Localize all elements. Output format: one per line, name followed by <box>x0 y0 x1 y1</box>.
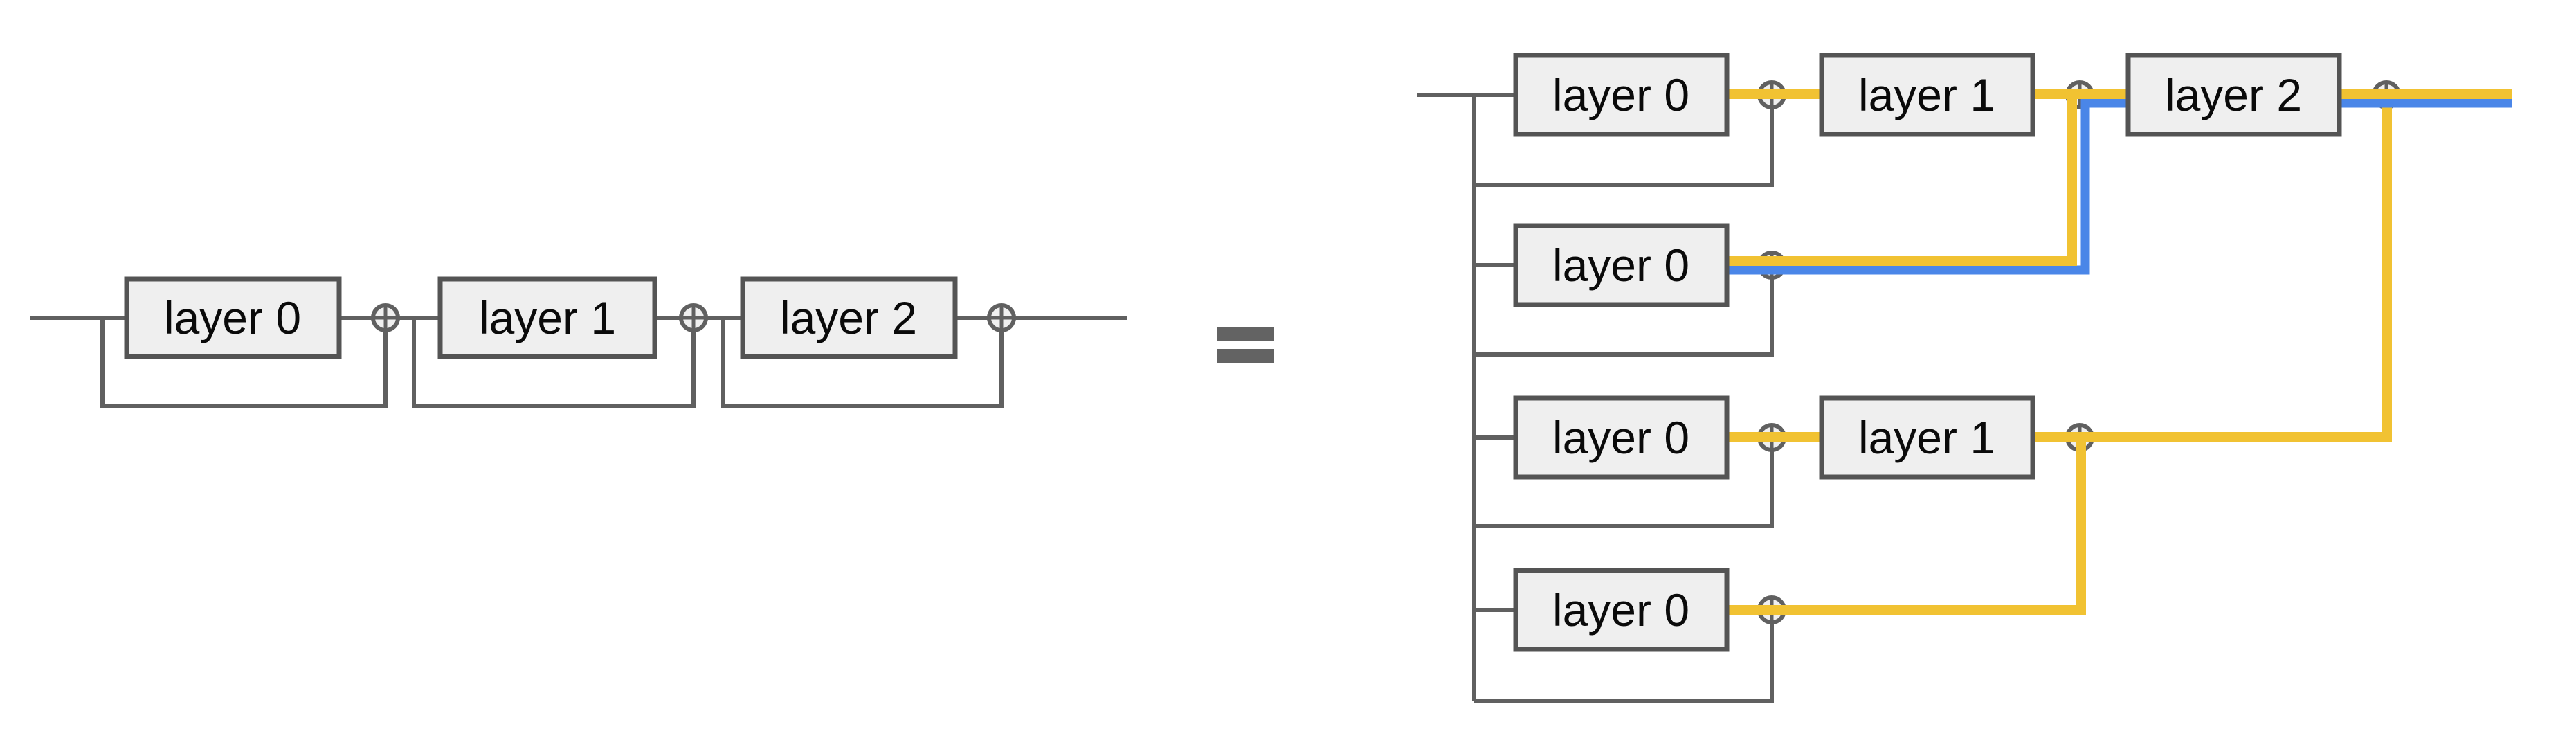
layer-box-label: layer 1 <box>1858 412 1995 463</box>
layer-box-label: layer 0 <box>1552 240 1689 291</box>
layer-box: layer 2 <box>740 276 958 359</box>
layer-box-label: layer 0 <box>1552 69 1689 120</box>
skip-connection-loop-row4 <box>1474 622 1774 703</box>
circled-plus-icon <box>679 303 708 332</box>
layer-box: layer 1 <box>437 276 657 359</box>
yellow-path-row4-to-row3-sum <box>1727 438 2086 615</box>
layer-box: layer 0 <box>1513 53 1730 137</box>
skip-connection-loop-row2 <box>1474 278 1774 357</box>
layer-box-rect <box>1513 395 1730 480</box>
skip-connection-loop-1 <box>412 318 696 408</box>
layer-box: layer 0 <box>124 276 342 359</box>
skip-connection-loop-row3 <box>1474 450 1774 528</box>
layer-box-rect <box>1819 53 2035 137</box>
layer-box-label: layer 0 <box>164 292 301 343</box>
layer-box: layer 1 <box>1819 53 2035 137</box>
layer-box-label: layer 0 <box>1552 584 1689 636</box>
layer-box: layer 0 <box>1513 223 1730 307</box>
circled-plus-icon <box>371 303 400 332</box>
layer-box-label: layer 2 <box>780 292 917 343</box>
layer-box-rect <box>740 276 958 359</box>
equals-top-bar <box>1217 327 1274 341</box>
layer-box-rect <box>1819 395 2035 480</box>
layer-box-rect <box>1513 53 1730 137</box>
layer-box: layer 2 <box>2125 53 2342 137</box>
equals-icon <box>1217 327 1274 363</box>
layer-box-label: layer 1 <box>479 292 616 343</box>
layer-box-rect <box>437 276 657 359</box>
unraveled-view-diagram: layer 0 layer 1 layer 2 layer 0 layer 0 … <box>1417 53 2512 703</box>
layer-box-rect <box>1513 223 1730 307</box>
layer-box-rect <box>2125 53 2342 137</box>
layer-box-rect <box>124 276 342 359</box>
circled-plus-icon <box>987 303 1016 332</box>
skip-connection-loop-0 <box>100 318 388 408</box>
layer-box: layer 0 <box>1513 395 1730 480</box>
layer-box: layer 0 <box>1513 568 1730 652</box>
layer-box-label: layer 1 <box>1858 69 1995 120</box>
skip-connection-loop-2 <box>721 318 1004 408</box>
skip-connection-loop-row1 <box>1474 107 1774 187</box>
layer-box-rect <box>1513 568 1730 652</box>
folded-view-diagram: layer 0 layer 1 layer 2 <box>30 276 1127 408</box>
layer-box-label: layer 2 <box>2165 69 2302 120</box>
equals-bottom-bar <box>1217 349 1274 363</box>
yellow-path-row2-to-row1-sum <box>1727 94 2077 266</box>
layer-box-label: layer 0 <box>1552 412 1689 463</box>
layer-box: layer 1 <box>1819 395 2035 480</box>
